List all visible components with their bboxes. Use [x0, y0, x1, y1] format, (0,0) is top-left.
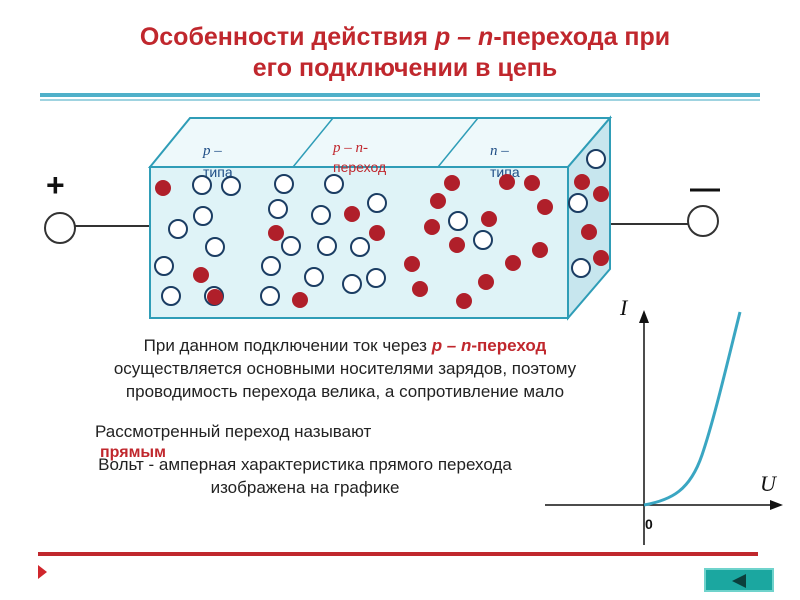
- electron-carrier: [449, 237, 465, 253]
- hole-carrier: [473, 230, 493, 250]
- charge-carriers: [154, 149, 609, 309]
- electron-carrier: [344, 206, 360, 222]
- paragraph-name: Рассмотренный переход называют: [95, 420, 371, 443]
- minus-sign: —: [690, 172, 720, 205]
- title-divider-thin: [40, 99, 760, 101]
- hole-carrier: [193, 206, 213, 226]
- graph-y-label: I: [619, 295, 629, 320]
- electron-carrier: [581, 224, 597, 240]
- electron-carrier: [537, 199, 553, 215]
- electron-carrier: [404, 256, 420, 272]
- electron-carrier: [369, 225, 385, 241]
- hole-carrier: [221, 176, 241, 196]
- electron-carrier: [292, 292, 308, 308]
- title-line-1: Особенности действия p – n-перехода при: [139, 23, 671, 51]
- para2-text: Рассмотренный переход называют: [95, 422, 372, 441]
- para1-line-2: осуществляется основными носителями заря…: [113, 359, 577, 378]
- region-p-label-2: типа: [203, 164, 233, 180]
- region-n-label-1: n –: [490, 143, 509, 159]
- top-divider-1: [292, 117, 334, 168]
- forward-arrow-icon[interactable]: [38, 565, 47, 579]
- electron-carrier: [532, 242, 548, 258]
- hole-carrier: [261, 256, 281, 276]
- hole-carrier: [317, 236, 337, 256]
- hole-carrier: [268, 199, 288, 219]
- hole-carrier: [168, 219, 188, 239]
- hole-carrier: [350, 237, 370, 257]
- iv-curve: [643, 311, 742, 507]
- paragraph-graph: Вольт - амперная характеристика прямого …: [50, 453, 560, 499]
- electron-carrier: [155, 180, 171, 196]
- title-line-2: его подключении в цепь: [252, 54, 558, 82]
- top-divider-2: [437, 117, 479, 168]
- hole-carrier: [154, 256, 174, 276]
- electron-carrier: [456, 293, 472, 309]
- back-button[interactable]: [704, 568, 774, 592]
- region-p-label-1: p –: [202, 143, 222, 159]
- electron-carrier: [412, 281, 428, 297]
- hole-carrier: [192, 175, 212, 195]
- region-n-label-2: типа: [490, 164, 520, 180]
- electron-carrier: [478, 274, 494, 290]
- electron-carrier: [193, 267, 209, 283]
- hole-carrier: [448, 211, 468, 231]
- hole-carrier: [304, 267, 324, 287]
- electron-carrier: [574, 174, 590, 190]
- electron-carrier: [593, 186, 609, 202]
- hole-carrier: [366, 268, 386, 288]
- para3-line-2: изображена на графике: [210, 478, 400, 497]
- para3-line-1: Вольт - амперная характеристика прямого …: [98, 455, 512, 474]
- electron-carrier: [505, 255, 521, 271]
- hole-carrier: [571, 258, 591, 278]
- hole-carrier: [568, 193, 588, 213]
- hole-carrier: [324, 174, 344, 194]
- para1-line-3: проводимость перехода велика, а сопротив…: [125, 382, 565, 401]
- paragraph-current: При данном подключении ток через p – n-п…: [50, 334, 640, 403]
- electron-carrier: [593, 250, 609, 266]
- hole-carrier: [274, 174, 294, 194]
- region-pn-label-2: переход: [333, 159, 386, 175]
- title-divider: [40, 93, 760, 97]
- region-pn-label-1: p – n-: [332, 140, 368, 156]
- hole-carrier: [260, 286, 280, 306]
- hole-carrier: [311, 205, 331, 225]
- hole-carrier: [281, 236, 301, 256]
- hole-carrier: [161, 286, 181, 306]
- electron-carrier: [524, 175, 540, 191]
- electron-carrier: [481, 211, 497, 227]
- para1-highlight: p – n-переход: [431, 336, 547, 355]
- positive-terminal: [44, 212, 76, 244]
- electron-carrier: [430, 193, 446, 209]
- hole-carrier: [367, 193, 387, 213]
- negative-terminal: [687, 205, 719, 237]
- hole-carrier: [205, 237, 225, 257]
- graph-y-arrow: [639, 310, 649, 323]
- graph-origin-label: 0: [645, 516, 653, 532]
- electron-carrier: [424, 219, 440, 235]
- hole-carrier: [586, 149, 606, 169]
- electron-carrier: [268, 225, 284, 241]
- footer-divider: [38, 552, 758, 556]
- page-title: Особенности действия p – n-перехода при …: [60, 22, 750, 84]
- hole-carrier: [342, 274, 362, 294]
- electron-carrier: [499, 174, 515, 190]
- graph-x-arrow: [770, 500, 783, 510]
- electron-carrier: [444, 175, 460, 191]
- graph-x-label: U: [760, 471, 778, 496]
- plus-sign: +: [46, 167, 65, 203]
- para1-text: При данном подключении ток через: [143, 336, 432, 355]
- electron-carrier: [207, 289, 223, 305]
- para2-highlight: прямым: [100, 444, 166, 461]
